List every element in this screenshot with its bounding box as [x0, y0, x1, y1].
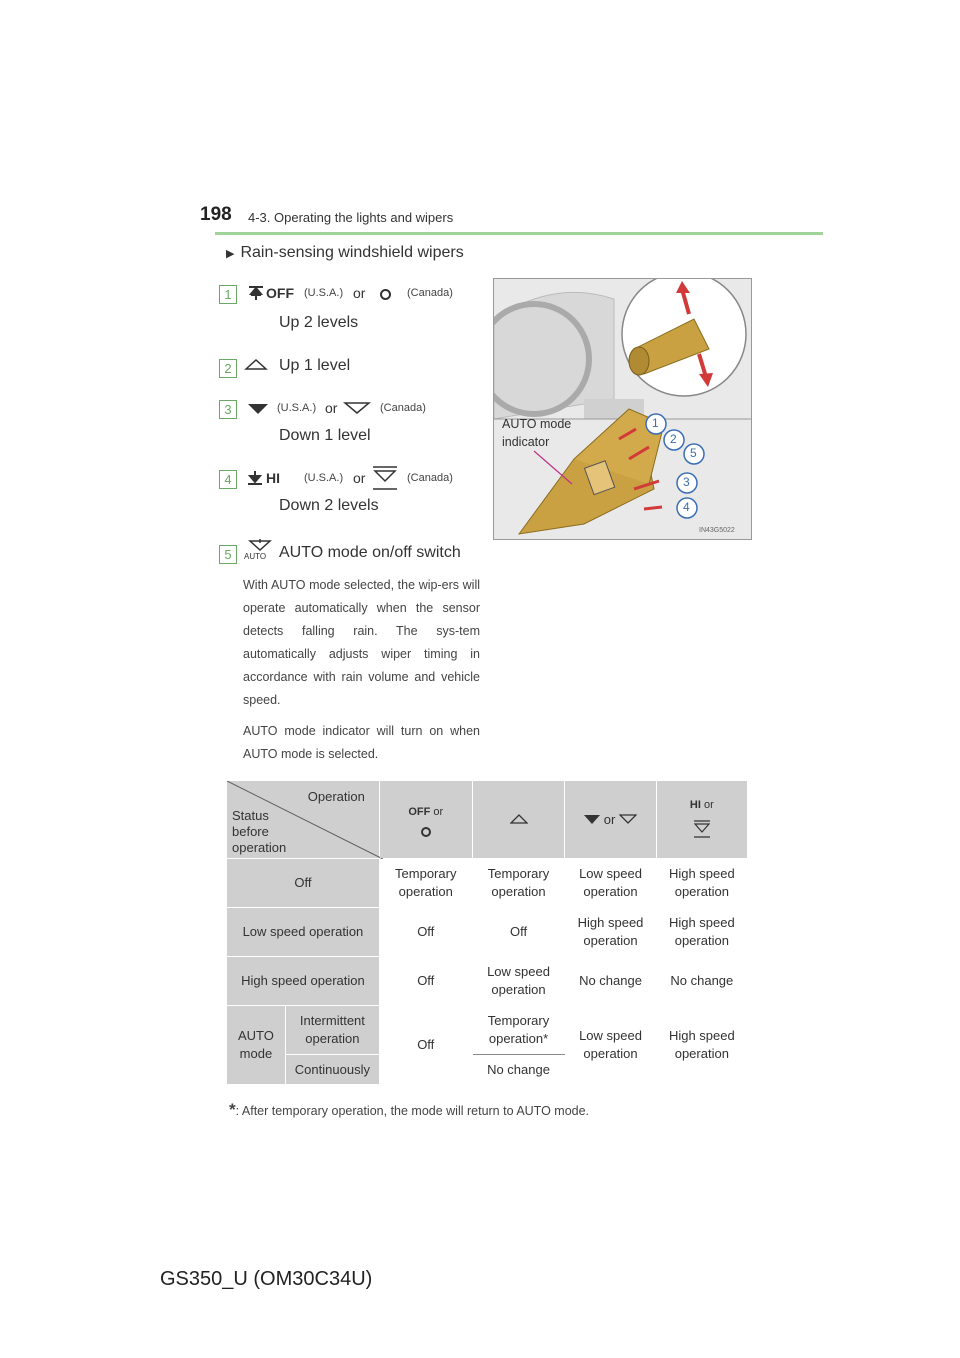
heading: ▶ Rain-sensing windshield wipers: [226, 244, 464, 262]
item-number-1: 1: [219, 285, 237, 304]
item-1-desc: Up 2 levels: [279, 314, 359, 331]
auto-indicator-label-1: AUTO mode: [502, 417, 572, 431]
triangle-bullet-icon: ▶: [226, 248, 235, 260]
status-label: Status before operation: [232, 808, 287, 855]
callout-4: 4: [683, 500, 690, 514]
table-corner-header: Operation Status before operation: [226, 780, 383, 859]
footer-model-code: GS350_U (OM30C34U): [160, 1268, 373, 1290]
or-text: or: [325, 400, 338, 416]
operation-label: Operation: [307, 789, 365, 804]
circle-icon: [380, 289, 391, 300]
item-number-3: 3: [219, 400, 237, 419]
row-status: Low speed operation: [226, 907, 380, 957]
col-header-up2: OFF or: [378, 780, 473, 859]
item-2-desc: Up 1 level: [279, 357, 351, 374]
col-or: or: [433, 805, 444, 818]
auto-mode-cell: AUTO mode: [226, 1005, 286, 1085]
usa-label: (U.S.A.): [277, 402, 317, 414]
off-icon-text: OFF: [266, 285, 294, 301]
canada-label: (Canada): [380, 402, 426, 414]
col-or: or: [603, 811, 616, 827]
or-text: or: [353, 470, 366, 486]
heading-text: Rain-sensing windshield wipers: [240, 244, 464, 261]
auto-icon-text: AUTO: [244, 552, 267, 561]
callout-2: 2: [670, 432, 677, 446]
callout-5: 5: [690, 446, 697, 460]
item-number-4: 4: [219, 470, 237, 489]
table-cell: High speed operation: [655, 858, 749, 908]
footnote: *: After temporary operation, the mode w…: [229, 1100, 589, 1120]
paragraph-2: AUTO mode indicator will turn on when AU…: [243, 724, 480, 761]
col-off-icon-text: OFF: [408, 805, 431, 818]
down-double-outline-icon: [693, 820, 711, 838]
col-or: or: [703, 799, 714, 811]
table-cell: High speed operation: [655, 1005, 749, 1085]
table-row: Off Temporary operation Temporary operat…: [226, 858, 749, 908]
table-cell: No change: [564, 956, 657, 1006]
table-row: AUTO mode Intermittent operation Off Tem…: [226, 1005, 749, 1085]
figure-code: IN43G5022: [699, 527, 735, 534]
usa-label: (U.S.A.): [304, 287, 344, 299]
table-row: Continuously No change: [227, 1054, 748, 1085]
page-number: 198: [200, 204, 232, 225]
item-5-desc: AUTO mode on/off switch: [279, 544, 461, 561]
callout-3: 3: [683, 475, 690, 489]
wiper-hi-icon: [247, 470, 263, 491]
table-row: High speed operation Off Low speed opera…: [226, 956, 749, 1006]
hi-icon-text: HI: [266, 470, 280, 486]
item-4-desc: Down 2 levels: [279, 497, 379, 514]
auto-switch-icon: [247, 538, 273, 557]
table-cell: Low speed operation: [564, 858, 657, 908]
table-row: Low speed operation Off Off High speed o…: [226, 907, 749, 957]
up-outline-icon: [508, 813, 529, 824]
down-double-outline-icon: [371, 465, 399, 496]
table-cell: Off: [378, 907, 473, 957]
up-outline-icon: [244, 358, 268, 377]
down-outline-icon: [342, 401, 372, 420]
section-title: 4-3. Operating the lights and wipers: [248, 210, 454, 225]
or-text: or: [353, 285, 366, 301]
row-status: High speed operation: [226, 956, 380, 1006]
col-header-down1: or: [564, 780, 657, 859]
table-cell: Off: [378, 1005, 473, 1085]
row-status: Off: [226, 858, 380, 908]
canada-label: (Canada): [407, 287, 453, 299]
table-cell: Low speed operation: [564, 1005, 657, 1085]
callout-1: 1: [652, 416, 659, 430]
down-outline-icon: [618, 813, 638, 824]
table-cell: No change: [471, 1054, 566, 1085]
wiper-lever-illustration: AUTO mode indicator 1 2 5 3 4 IN43G5022: [493, 278, 752, 540]
header-rule: [215, 232, 823, 235]
down-filled-icon: [247, 402, 269, 420]
col-hi-icon-text: HI: [689, 799, 701, 811]
table-cell: Temporary operation: [378, 858, 473, 908]
footnote-mark: *: [229, 1100, 236, 1119]
canada-label: (Canada): [407, 472, 453, 484]
table-cell: No change: [655, 956, 749, 1006]
footnote-text: : After temporary operation, the mode wi…: [235, 1104, 590, 1118]
auto-indicator-label-2: indicator: [502, 435, 550, 449]
down-filled-icon: [584, 814, 601, 824]
table-cell: Low speed operation: [471, 956, 566, 1006]
table-cell: Off: [471, 907, 566, 957]
item-number-5: 5: [219, 545, 237, 564]
circle-icon: [420, 826, 431, 837]
operation-table: Operation Status before operation OFF or…: [226, 780, 749, 1085]
intermittent-cell: Intermittent operation: [284, 1005, 380, 1055]
table-cell: Temporary operation*: [471, 1005, 566, 1055]
table-cell: High speed operation: [655, 907, 749, 957]
continuously-cell: Continuously: [284, 1054, 380, 1085]
table-cell: Temporary operation: [471, 858, 566, 908]
item-number-2: 2: [219, 359, 237, 378]
item-3-desc: Down 1 level: [279, 427, 371, 444]
usa-label: (U.S.A.): [304, 472, 344, 484]
col-header-up1: [471, 780, 566, 859]
table-cell: Off: [378, 956, 473, 1006]
paragraph-1: With AUTO mode selected, the wip-ers wil…: [243, 578, 480, 707]
wiper-off-icon: [248, 285, 264, 306]
col-header-down2: HI or: [655, 780, 749, 859]
table-cell: High speed operation: [564, 907, 657, 957]
